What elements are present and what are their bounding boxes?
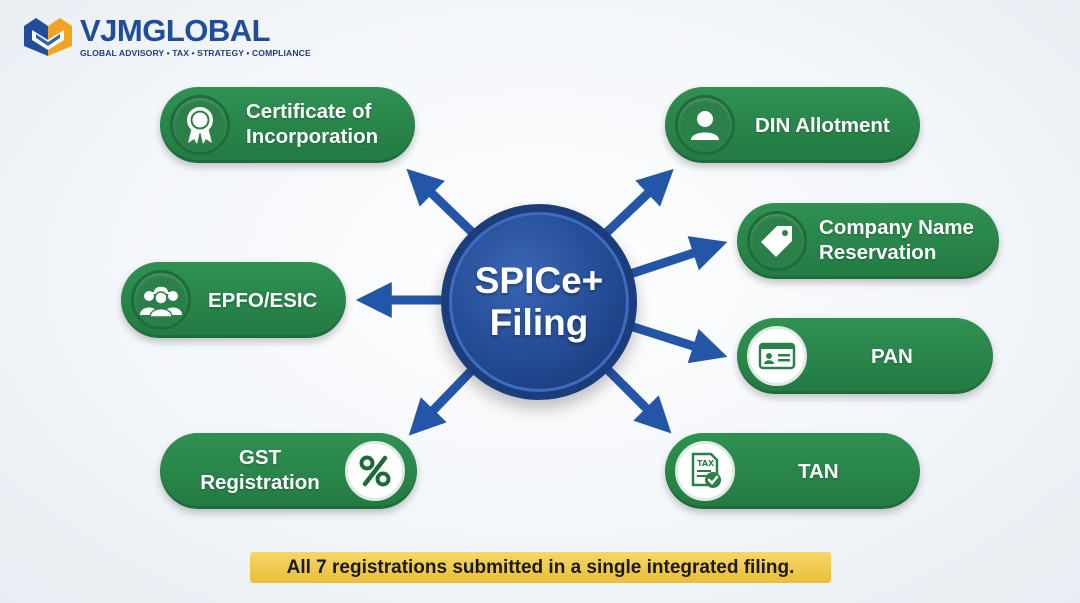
- coi-label-line1: Certificate of: [246, 100, 372, 123]
- gst-label-line1: GST: [238, 446, 282, 469]
- node-certificate-of-incorporation: Certificate of Incorporation: [160, 87, 415, 163]
- tax-document-check-icon: TAX: [675, 441, 735, 501]
- logo-mark-icon: [24, 18, 72, 56]
- workers-group-icon: [131, 270, 191, 330]
- id-card-icon: [747, 326, 807, 386]
- arrow-to-gst: [408, 364, 478, 436]
- brand-tagline: GLOBAL ADVISORY • TAX • STRATEGY • COMPL…: [80, 48, 311, 58]
- arrow-to-pan: [628, 321, 728, 364]
- node-din-allotment: DIN Allotment: [665, 87, 920, 163]
- arrow-to-name-reservation: [628, 236, 728, 279]
- hub-title-line2: Filing: [489, 302, 589, 343]
- gst-label-line2: Registration: [200, 471, 320, 494]
- percent-icon: [345, 441, 405, 501]
- node-company-name-reservation: Company Name Reservation: [737, 203, 999, 279]
- footer-note: All 7 registrations submitted in a singl…: [286, 556, 795, 578]
- node-tan: TAX TAN: [665, 433, 920, 509]
- brand-name-part1: VJM: [80, 13, 143, 48]
- brand-name: VJMGLOBAL: [80, 13, 271, 48]
- svg-text:TAX: TAX: [697, 459, 715, 468]
- spice-filing-hub: SPICe+ Filing: [441, 204, 637, 400]
- node-gst-registration: GST Registration: [160, 433, 417, 509]
- pan-label: PAN: [871, 345, 913, 368]
- node-epfo-esic: EPFO/ESIC: [121, 262, 346, 338]
- tag-icon: [747, 211, 807, 271]
- tan-label: TAN: [798, 460, 839, 483]
- hub-title-line1: SPICe+: [474, 260, 604, 301]
- din-label: DIN Allotment: [755, 114, 890, 137]
- epfo-label: EPFO/ESIC: [208, 289, 318, 312]
- footer-banner: All 7 registrations submitted in a singl…: [250, 552, 831, 583]
- arrow-to-din: [599, 168, 674, 240]
- name-reservation-label-line2: Reservation: [819, 241, 937, 264]
- brand-name-part2: GLOBAL: [142, 13, 271, 48]
- coi-label-line2: Incorporation: [246, 125, 379, 148]
- arrow-to-tan: [600, 362, 672, 434]
- arrow-to-coi: [406, 168, 482, 242]
- user-icon: [675, 95, 735, 155]
- certificate-ribbon-icon: [170, 95, 230, 155]
- brand-logo: VJMGLOBAL GLOBAL ADVISORY • TAX • STRATE…: [22, 14, 312, 62]
- node-pan: PAN: [737, 318, 993, 394]
- name-reservation-label-line1: Company Name: [819, 216, 974, 239]
